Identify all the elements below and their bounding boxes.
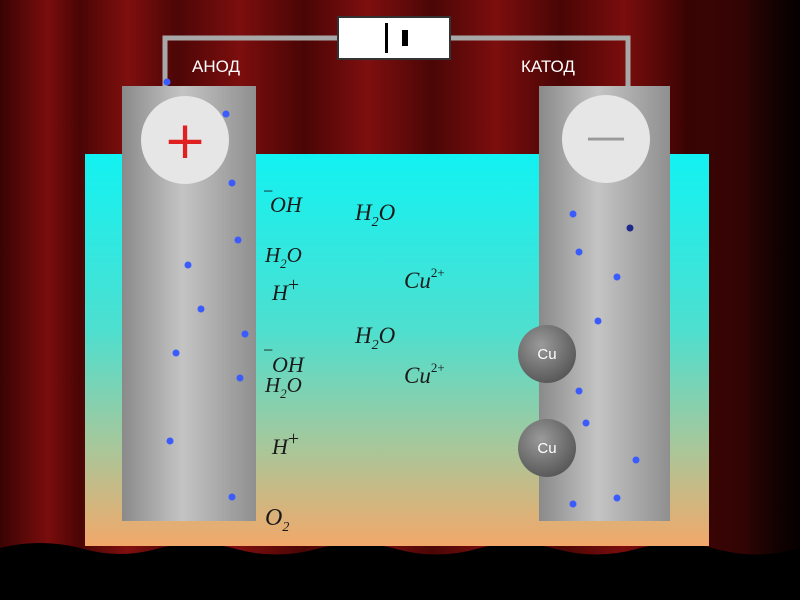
cu-atom-label: Cu bbox=[537, 440, 556, 457]
cathode-label: КАТОД bbox=[521, 57, 575, 76]
hydroxide-ion-charge: − bbox=[262, 181, 274, 201]
cu-atom bbox=[518, 325, 576, 383]
wire bbox=[162, 35, 338, 86]
hydrogen-ion-formula: H+ bbox=[271, 274, 299, 305]
oxygen-formula: O2 bbox=[265, 505, 289, 535]
minus-icon: — bbox=[586, 114, 626, 160]
cathode-sign-circle bbox=[562, 95, 650, 183]
hydrogen-ion-formula: H+ bbox=[271, 428, 299, 459]
battery-long-plate bbox=[385, 23, 388, 53]
water-formula: H2O bbox=[354, 323, 396, 353]
water-formula: H2O bbox=[354, 200, 396, 230]
copper-ion-formula: Cu2+ bbox=[404, 360, 445, 388]
water-formula: H2O bbox=[264, 373, 302, 401]
cu-atom bbox=[518, 419, 576, 477]
wire bbox=[450, 35, 631, 86]
curtain-bottom-edge bbox=[0, 543, 800, 600]
hydroxide-ion-charge: − bbox=[262, 340, 274, 360]
anode-electrons bbox=[163, 78, 249, 501]
hydroxide-ion-formula: OH bbox=[270, 192, 303, 217]
anode-label: АНОД bbox=[192, 57, 240, 76]
cu-atom-label: Cu bbox=[537, 346, 556, 363]
battery-short-plate bbox=[402, 30, 408, 46]
hydroxide-ion-formula: OH bbox=[272, 352, 305, 377]
power-source bbox=[337, 16, 451, 60]
water-formula: H2O bbox=[264, 243, 302, 271]
cathode-electrons bbox=[569, 210, 640, 508]
anode-sign-circle bbox=[141, 96, 229, 184]
copper-ion-formula: Cu2+ bbox=[404, 265, 445, 293]
plus-icon: + bbox=[163, 111, 207, 171]
